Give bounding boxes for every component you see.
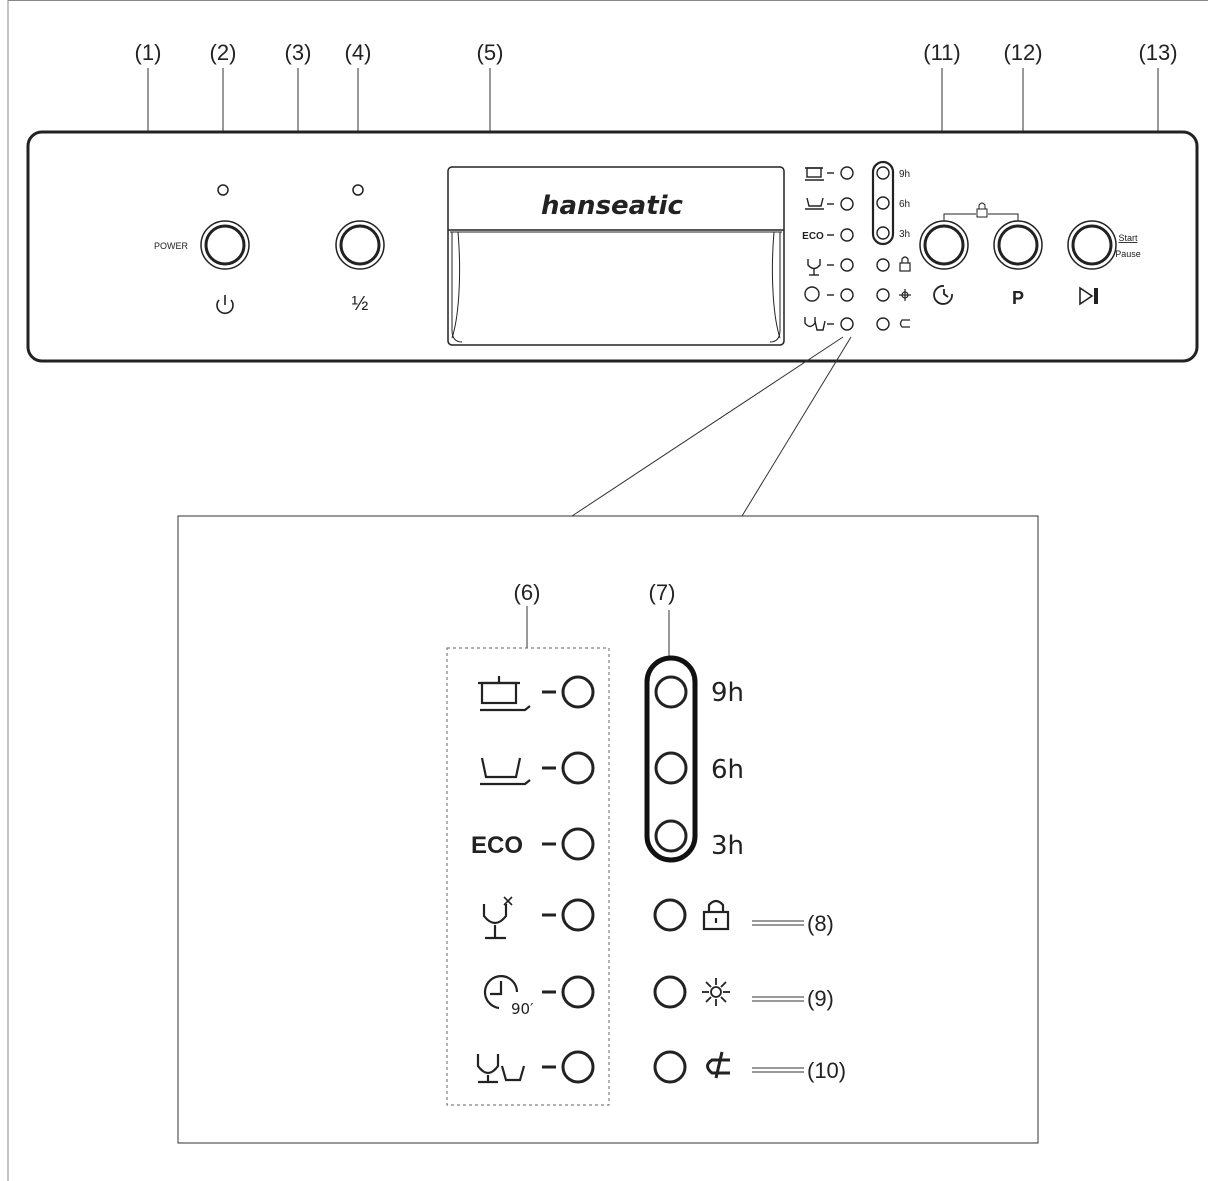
quick-90-icon xyxy=(483,975,519,1010)
salt-regen-icon xyxy=(706,1051,730,1079)
callout-7: (7) xyxy=(649,580,676,605)
panel-timer-6h: 6h xyxy=(899,199,910,210)
pause-label: Pause xyxy=(1115,249,1141,259)
zoom-detail-box xyxy=(177,515,1039,1144)
eco-label: ECO xyxy=(471,832,523,859)
program-leds xyxy=(561,675,595,1084)
timer-3h-label: 3h xyxy=(711,831,744,861)
brand-logo: hanseatic xyxy=(541,191,684,221)
half-load-label: ½ xyxy=(352,293,369,315)
status-leader-lines xyxy=(752,920,804,1073)
play-pause-icon xyxy=(1079,286,1098,306)
program-button[interactable] xyxy=(993,220,1043,270)
power-led xyxy=(217,184,229,196)
child-lock-bracket xyxy=(943,202,1019,221)
quick-90-label: 90′ xyxy=(511,1000,534,1018)
timer-led-3h xyxy=(654,819,688,853)
callout-13: (13) xyxy=(1138,40,1177,65)
callout-6: (6) xyxy=(514,580,541,605)
rinse-aid-led xyxy=(653,975,687,1009)
program-led-normal xyxy=(561,751,595,785)
timer-led-6h xyxy=(654,751,688,785)
callout-11: (11) xyxy=(923,40,961,65)
callout-8: (8) xyxy=(807,911,834,936)
start-pause-button[interactable] xyxy=(1067,220,1117,270)
callout-1: (1) xyxy=(135,40,162,65)
program-led-eco xyxy=(561,827,595,861)
salt-led xyxy=(653,1050,687,1084)
power-label: POWER xyxy=(154,241,189,251)
half-load-led xyxy=(352,184,364,196)
program-led-glass xyxy=(561,898,595,932)
status-leds xyxy=(653,898,687,1084)
power-button[interactable] xyxy=(200,220,250,270)
panel-timer-3h: 3h xyxy=(899,229,910,240)
callout-5: (5) xyxy=(477,40,504,65)
rinse-aid-icon xyxy=(702,978,730,1006)
timer-icon xyxy=(933,285,953,305)
timer-capsule xyxy=(644,655,698,863)
timer-led-9h xyxy=(654,675,688,709)
control-panel xyxy=(26,130,1199,363)
glass-icon xyxy=(482,896,513,940)
program-led-intensive xyxy=(561,675,595,709)
program-dashes xyxy=(542,690,556,1069)
child-lock-icon xyxy=(702,899,730,931)
half-load-button[interactable] xyxy=(335,220,385,270)
glass-cup-icon xyxy=(476,1054,526,1084)
panel-eco-label: ECO xyxy=(802,231,824,242)
zoom-leader-lines xyxy=(571,336,852,517)
timer-leds xyxy=(654,675,688,853)
timer-9h-label: 9h xyxy=(711,678,744,708)
timer-button[interactable] xyxy=(919,220,969,270)
callout-9: (9) xyxy=(807,986,834,1011)
program-led-quick xyxy=(561,975,595,1009)
panel-timer-9h: 9h xyxy=(899,169,910,180)
child-lock-led xyxy=(653,898,687,932)
timer-6h-label: 6h xyxy=(711,755,744,785)
program-label: P xyxy=(1012,288,1024,308)
program-led-mixed xyxy=(561,1050,595,1084)
panel-small-status-icons xyxy=(899,256,911,328)
callout-2: (2) xyxy=(210,40,237,65)
pot-intensive-icon xyxy=(478,676,531,712)
power-icon xyxy=(216,295,234,315)
callout-10: (10) xyxy=(807,1058,846,1083)
panel-timer-group xyxy=(871,160,895,331)
normal-dish-icon xyxy=(480,757,531,786)
panel-program-indicators xyxy=(804,166,854,331)
display-window xyxy=(447,166,785,346)
callout-4: (4) xyxy=(345,40,372,65)
callout-12: (12) xyxy=(1003,40,1042,65)
program-group-outline xyxy=(446,647,610,1106)
callout-3: (3) xyxy=(285,40,312,65)
start-label: Start xyxy=(1118,233,1138,243)
